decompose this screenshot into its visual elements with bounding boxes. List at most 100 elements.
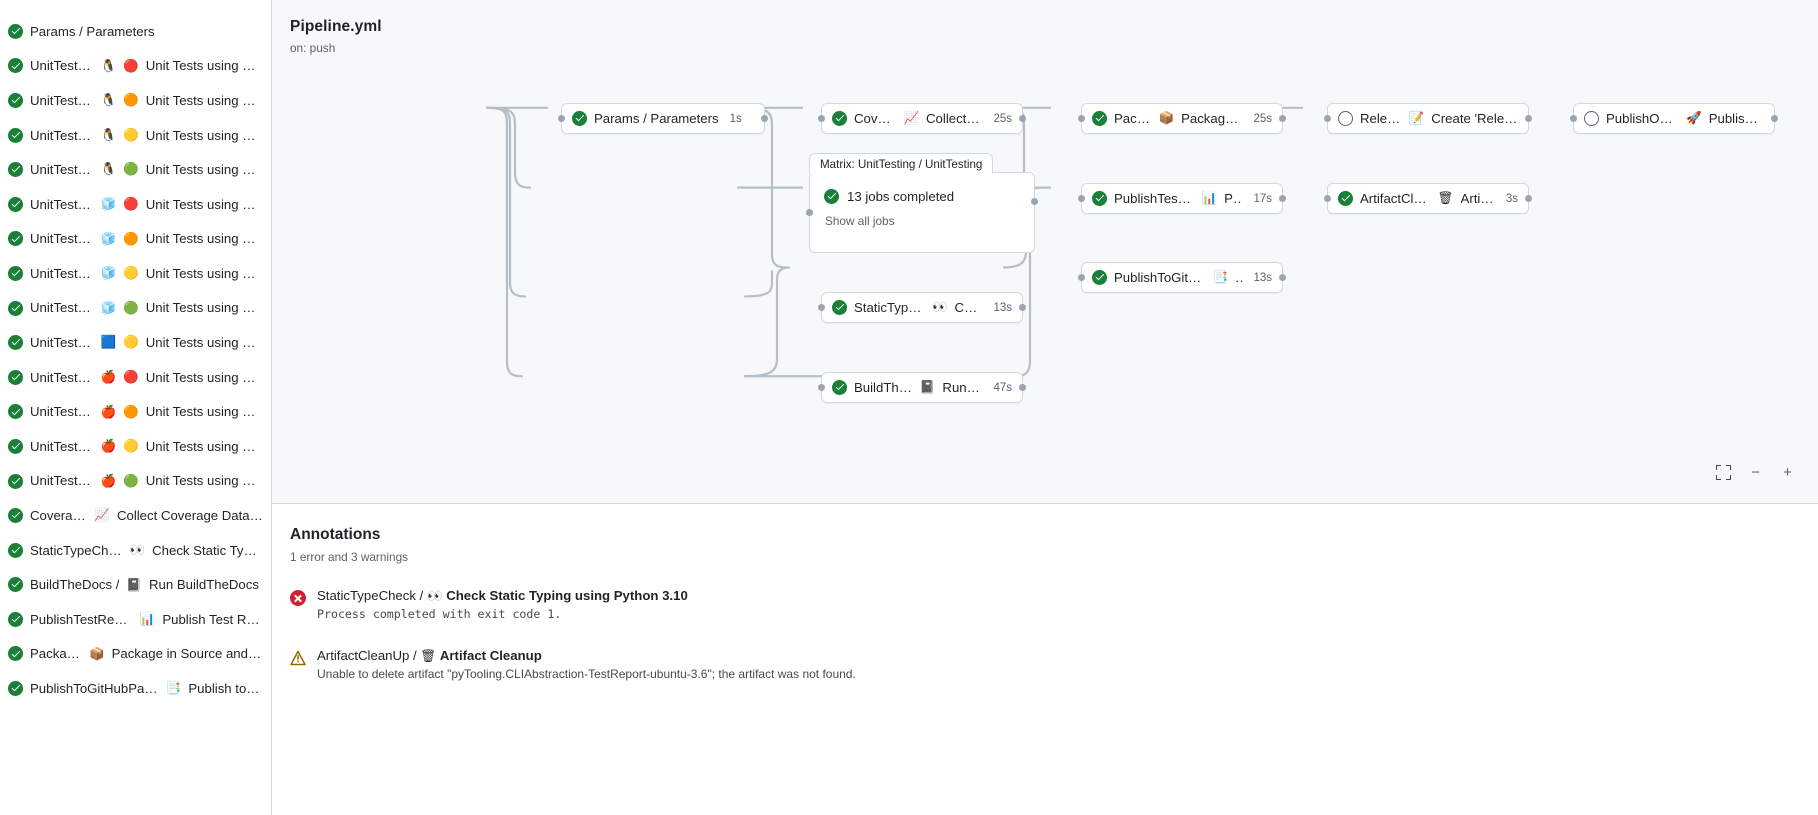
node-duration: 25s xyxy=(1253,112,1272,125)
node-output-port xyxy=(761,115,768,122)
sidebar-job-item[interactable]: UnitTesting /🐧🟢Unit Tests using Pyth... xyxy=(0,152,271,187)
node-emoji-icon: 🗑 xyxy=(1437,191,1454,206)
graph-edges xyxy=(485,106,1304,378)
sidebar-job-item[interactable]: UnitTesting /🧊🟠Unit Tests using Pyth... xyxy=(0,222,271,257)
sidebar-job-item[interactable]: UnitTesting /🍎🟠Unit Tests using Pyth... xyxy=(0,395,271,430)
node-output-port xyxy=(1019,384,1026,391)
sidebar-job-item[interactable]: UnitTesting /🍎🟡Unit Tests using Pyth... xyxy=(0,429,271,464)
success-icon xyxy=(1092,270,1107,285)
annotations-summary: 1 error and 3 warnings xyxy=(290,550,409,564)
node-duration: 47s xyxy=(993,381,1012,394)
success-icon xyxy=(1092,111,1107,126)
job-emoji-icon: 🧊 xyxy=(100,197,117,212)
node-duration: 13s xyxy=(993,301,1012,314)
zoom-in-button[interactable]: + xyxy=(1783,464,1792,481)
show-all-jobs-link[interactable]: Show all jobs xyxy=(825,214,895,228)
graph-node-release[interactable]: Release /📝Create 'Release P... xyxy=(1324,103,1532,134)
sidebar-job-item[interactable]: PublishTestResults /📊Publish Test Resu..… xyxy=(0,602,271,637)
job-status-dot-icon: 🟢 xyxy=(123,162,139,177)
node-emoji-icon: 📑 xyxy=(1212,270,1229,285)
node-step-label: Create 'Release P... xyxy=(1431,111,1518,126)
zoom-out-button[interactable]: − xyxy=(1751,464,1760,481)
success-icon xyxy=(832,380,847,395)
sidebar-job-name: PublishTestResults / xyxy=(30,611,133,627)
annotation-job: ArtifactCleanUp / xyxy=(317,648,417,663)
node-input-port xyxy=(1078,274,1085,281)
sidebar-job-item[interactable]: UnitTesting /🧊🟢Unit Tests using Pyth... xyxy=(0,291,271,326)
job-emoji-icon: 🐧 xyxy=(100,162,117,177)
sidebar-job-item[interactable]: UnitTesting /🍎🔴Unit Tests using Pyth... xyxy=(0,360,271,395)
sidebar-job-name: UnitTesting / xyxy=(30,300,94,316)
graph-node-testresults[interactable]: PublishTestResults /📊Pu...17s xyxy=(1078,183,1286,214)
success-icon xyxy=(8,162,23,178)
annotation-emoji-icon: 👀 xyxy=(426,589,443,603)
sidebar-job-name: UnitTesting / xyxy=(30,473,94,489)
node-duration: 1s xyxy=(729,112,742,125)
sidebar-job-item[interactable]: UnitTesting /🧊🔴Unit Tests using Pyth... xyxy=(0,187,271,222)
success-icon xyxy=(8,265,23,281)
sidebar-job-item[interactable]: UnitTesting /🧊🟡Unit Tests using Pyth... xyxy=(0,256,271,291)
graph-node-coverage[interactable]: Coverage /📈Collect Cove...25s xyxy=(818,103,1026,134)
main-content: Pipeline.yml on: push xyxy=(272,0,1818,815)
sidebar-job-step: Unit Tests using Pyth... xyxy=(145,196,263,212)
matrix-group[interactable]: Matrix: UnitTesting / UnitTesting 13 job… xyxy=(806,153,1038,253)
success-icon xyxy=(8,404,23,420)
workflow-title: Pipeline.yml xyxy=(290,18,382,35)
sidebar-job-name: UnitTesting / xyxy=(30,438,94,454)
sidebar-job-name: UnitTesting / xyxy=(30,127,94,143)
node-output-port xyxy=(1279,115,1286,122)
node-label: PublishTestResults / xyxy=(1114,191,1194,206)
node-label: Package / xyxy=(1114,111,1151,126)
success-icon xyxy=(832,111,847,126)
node-step-label: ... xyxy=(1235,270,1243,285)
job-emoji-icon: 👀 xyxy=(129,542,146,557)
node-duration: 13s xyxy=(1253,271,1272,284)
node-label: StaticTypeCheck / xyxy=(854,300,925,315)
success-icon xyxy=(8,369,23,385)
sidebar-job-item[interactable]: UnitTesting /🐧🔴Unit Tests using Pyth... xyxy=(0,49,271,84)
graph-zoom-controls[interactable]: − + xyxy=(1713,462,1798,483)
sidebar-job-item[interactable]: PublishToGitHubPages /📑Publish to G... xyxy=(0,671,271,706)
graph-node-buildthedocs[interactable]: BuildTheDocs /📓Run Buil...47s xyxy=(818,372,1026,403)
node-input-port xyxy=(558,115,565,122)
graph-node-package[interactable]: Package /📦Package in So...25s xyxy=(1078,103,1286,134)
sidebar-job-item[interactable]: StaticTypeCheck /👀Check Static Typing... xyxy=(0,533,271,568)
success-icon xyxy=(572,111,587,126)
node-emoji-icon: 📓 xyxy=(919,380,936,395)
sidebar-job-name: UnitTesting / xyxy=(30,265,94,281)
skipped-icon xyxy=(1584,111,1599,126)
graph-node-pypi[interactable]: PublishOnPyPI /🚀Publish to ... xyxy=(1570,103,1778,134)
sidebar-job-item[interactable]: BuildTheDocs /📓Run BuildTheDocs xyxy=(0,568,271,603)
sidebar-job-step: Package in Source and Wh... xyxy=(111,646,263,662)
sidebar-job-item[interactable]: Coverage /📈Collect Coverage Data usi... xyxy=(0,498,271,533)
node-step-label: Package in So... xyxy=(1181,111,1242,126)
node-label: ArtifactCleanUp / xyxy=(1360,191,1431,206)
success-icon xyxy=(8,508,23,524)
node-label: PublishOnPyPI / xyxy=(1606,111,1679,126)
success-icon xyxy=(8,681,23,697)
sidebar-job-item[interactable]: UnitTesting /🟦🟡Unit Tests using Pyth... xyxy=(0,325,271,360)
sidebar-job-item[interactable]: Package /📦Package in Source and Wh... xyxy=(0,637,271,672)
sidebar-job-item[interactable]: Params / Parameters xyxy=(0,14,271,49)
sidebar-job-item[interactable]: UnitTesting /🍎🟢Unit Tests using Pyth... xyxy=(0,464,271,499)
success-icon xyxy=(8,23,23,39)
sidebar-job-step: Unit Tests using Pyth... xyxy=(145,265,263,281)
node-step-label: Run Buil... xyxy=(942,380,982,395)
graph-node-statictype[interactable]: StaticTypeCheck /👀Chec...13s xyxy=(818,292,1026,323)
fit-to-screen-button[interactable] xyxy=(1713,462,1734,483)
sidebar-job-step: Unit Tests using Pyth... xyxy=(145,300,263,316)
sidebar-job-item[interactable]: UnitTesting /🐧🟡Unit Tests using Pyth... xyxy=(0,118,271,153)
success-icon xyxy=(824,189,839,204)
graph-node-cleanup[interactable]: ArtifactCleanUp /🗑Artifac...3s xyxy=(1324,183,1532,214)
node-label: Release / xyxy=(1360,111,1402,126)
graph-node-ghpages[interactable]: PublishToGitHubPages /📑...13s xyxy=(1078,262,1286,293)
sidebar-job-item[interactable]: UnitTesting /🐧🟠Unit Tests using Pyth... xyxy=(0,83,271,118)
annotation-row[interactable]: StaticTypeCheck / 👀 Check Static Typing … xyxy=(290,588,1818,621)
job-status-dot-icon: 🟢 xyxy=(123,473,139,488)
sidebar-job-step: Unit Tests using Pyth... xyxy=(145,127,263,143)
